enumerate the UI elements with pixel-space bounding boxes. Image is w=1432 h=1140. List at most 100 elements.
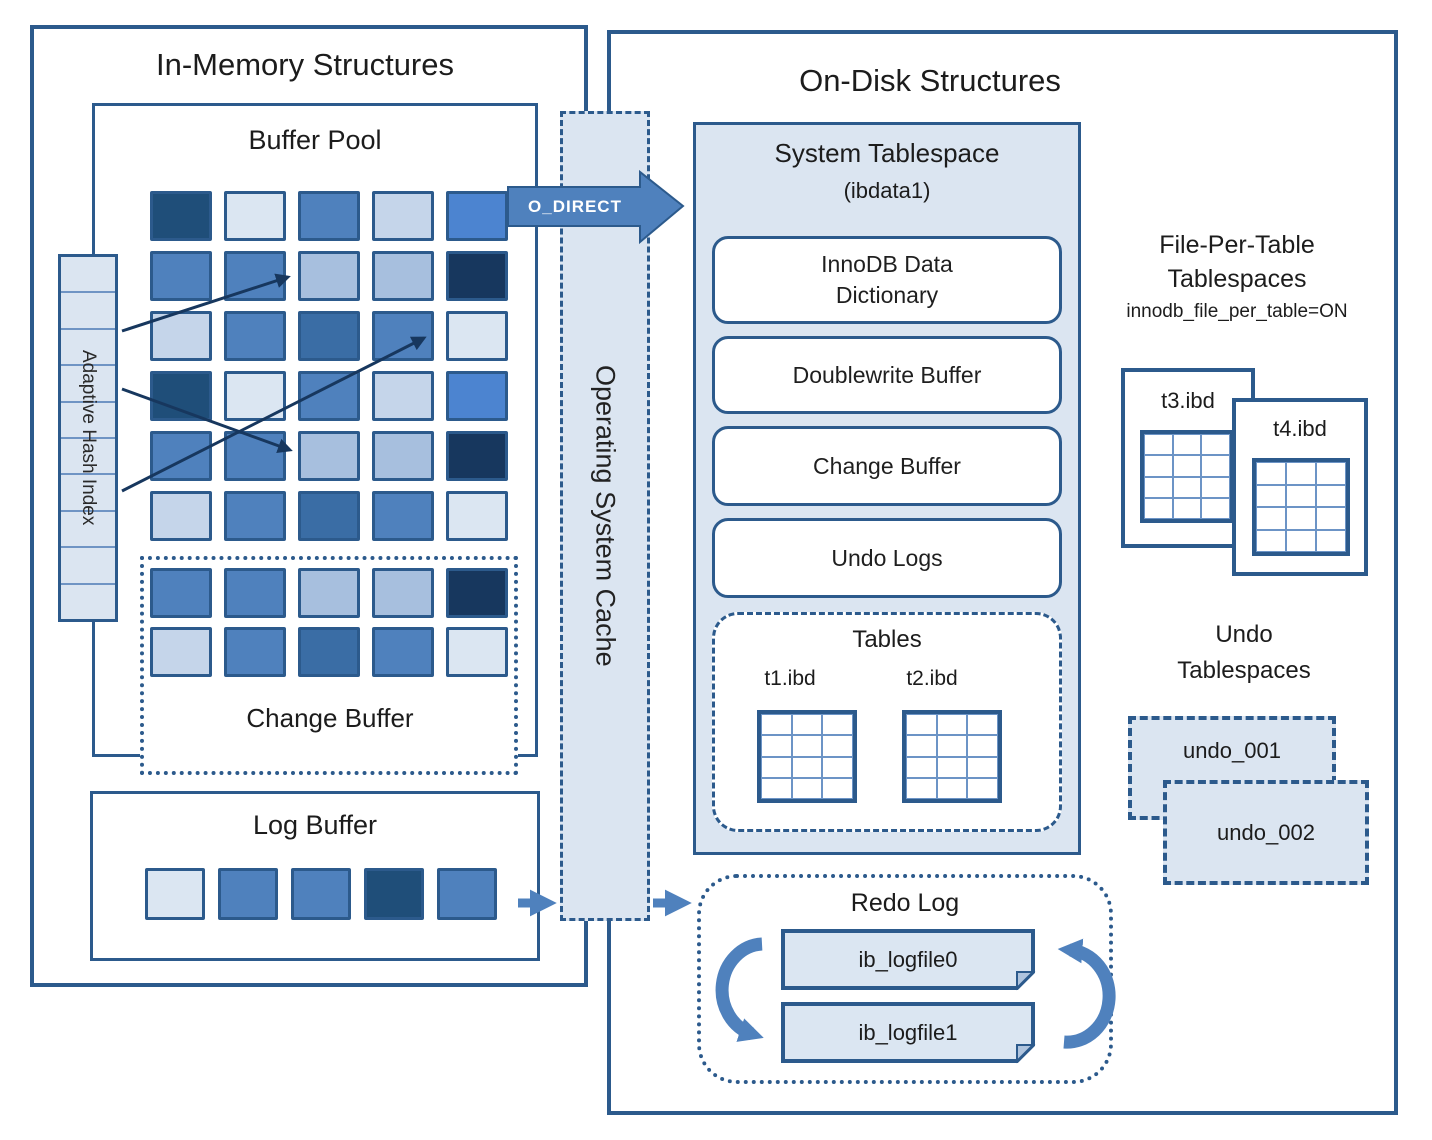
page-square-med_dark (298, 491, 360, 541)
page-square-med (224, 431, 286, 481)
buffer-pool-page-grid (150, 191, 508, 541)
page-square-med_dark (298, 627, 360, 677)
page-square-darkest (446, 568, 508, 618)
undo-tablespaces-title-line2: Tablespaces (1177, 657, 1311, 684)
hash-index-cell (61, 330, 115, 367)
table-grid-cell (936, 756, 968, 778)
log-buffer-title: Log Buffer (252, 809, 378, 840)
table-grid-cell (936, 714, 968, 736)
undo-002-label: undo_002 (1217, 819, 1315, 845)
hash-index-cell (61, 257, 115, 294)
change-buffer-inmemory-label: Change Buffer (246, 702, 414, 733)
page-square-light (372, 568, 434, 618)
table-grid-cell (1172, 497, 1202, 519)
change-buffer-ondisk-box: Change Buffer (712, 426, 1062, 506)
table-grid-cell (791, 735, 823, 757)
page-square-dark (150, 371, 212, 421)
innodb-data-dictionary-label: InnoDB Data Dictionary (821, 250, 953, 308)
table-grid-cell (1172, 434, 1202, 456)
table-grid-cell (1316, 507, 1346, 530)
system-tablespace-title: System Tablespace (774, 137, 1000, 168)
page-square-vlight (446, 311, 508, 361)
table-grid-cell (761, 756, 792, 778)
table-grid-cell (1144, 434, 1173, 456)
page-square-med (224, 491, 286, 541)
page-square-lighter (372, 371, 434, 421)
system-tablespace-subtitle: (ibdata1) (843, 178, 931, 203)
table-grid-cell (822, 714, 853, 736)
operating-system-cache-label: Operating System Cache (590, 365, 621, 667)
t3-table-icon (1140, 430, 1234, 523)
o-direct-label: O_DIRECT (528, 197, 622, 216)
table-grid-cell (1256, 529, 1286, 552)
page-square-med (437, 868, 497, 920)
operating-system-cache-box (560, 111, 650, 921)
table-grid-cell (822, 735, 853, 757)
tables-title: Tables (852, 626, 922, 653)
redo-log-title: Redo Log (850, 888, 960, 917)
table-grid-cell (761, 777, 792, 799)
page-square-light (298, 568, 360, 618)
page-square-bright (446, 191, 508, 241)
hash-index-cell (61, 366, 115, 403)
page-square-lighter (150, 311, 212, 361)
table-grid-cell (1316, 529, 1346, 552)
undo-001-label: undo_001 (1183, 738, 1281, 763)
page-square-darkest (446, 251, 508, 301)
undo-002-box: undo_002 (1163, 780, 1369, 885)
page-square-lighter (150, 491, 212, 541)
page-square-vlight (446, 627, 508, 677)
page-square-med (291, 868, 351, 920)
page-square-med (372, 627, 434, 677)
table-grid-cell (791, 756, 823, 778)
doublewrite-buffer-box: Doublewrite Buffer (712, 336, 1062, 414)
page-square-dark (364, 868, 424, 920)
doublewrite-buffer-label: Doublewrite Buffer (792, 361, 982, 388)
table-grid-cell (761, 735, 792, 757)
table-grid-cell (1286, 484, 1316, 507)
page-square-med (218, 868, 278, 920)
page-square-med (224, 627, 286, 677)
table-grid-cell (1172, 476, 1202, 498)
undo-logs-label: Undo Logs (831, 544, 943, 571)
t1-ibd-label: t1.ibd (764, 667, 816, 690)
table-grid-cell (1172, 455, 1202, 477)
change-buffer-page-grid (150, 568, 508, 677)
on-disk-title: On-Disk Structures (799, 63, 1061, 98)
t3-ibd-label: t3.ibd (1161, 388, 1215, 413)
page-square-vlight (145, 868, 205, 920)
table-grid-cell (1286, 462, 1316, 485)
table-grid-cell (967, 735, 998, 757)
t2-table-icon (902, 710, 1002, 803)
table-grid-cell (1201, 455, 1230, 477)
page-square-vlight (446, 491, 508, 541)
table-grid-cell (1316, 462, 1346, 485)
page-square-med (372, 491, 434, 541)
page-square-vlight (224, 191, 286, 241)
table-grid-cell (967, 777, 998, 799)
table-grid-cell (822, 777, 853, 799)
page-square-lighter (150, 627, 212, 677)
table-grid-cell (936, 735, 968, 757)
page-square-med_dark (298, 311, 360, 361)
table-grid-cell (906, 714, 937, 736)
hash-index-cell (61, 293, 115, 330)
page-square-darkest (446, 431, 508, 481)
table-grid-cell (1256, 484, 1286, 507)
page-square-vlight (224, 371, 286, 421)
table-grid-cell (906, 777, 937, 799)
change-buffer-ondisk-label: Change Buffer (813, 452, 961, 479)
in-memory-title: In-Memory Structures (155, 47, 454, 82)
table-grid-cell (1201, 434, 1230, 456)
table-grid-cell (791, 777, 823, 799)
table-grid-cell (1256, 462, 1286, 485)
table-grid-cell (906, 756, 937, 778)
file-per-table-title-line1: File-Per-Table (1159, 230, 1315, 259)
table-grid-cell (1144, 455, 1173, 477)
table-grid-cell (936, 777, 968, 799)
adaptive-hash-index-label: Adaptive Hash Index (78, 350, 99, 526)
hash-index-cell (61, 512, 115, 549)
ib-logfile1-label: ib_logfile1 (858, 1019, 958, 1045)
hash-index-cell (61, 403, 115, 440)
page-square-light (298, 251, 360, 301)
